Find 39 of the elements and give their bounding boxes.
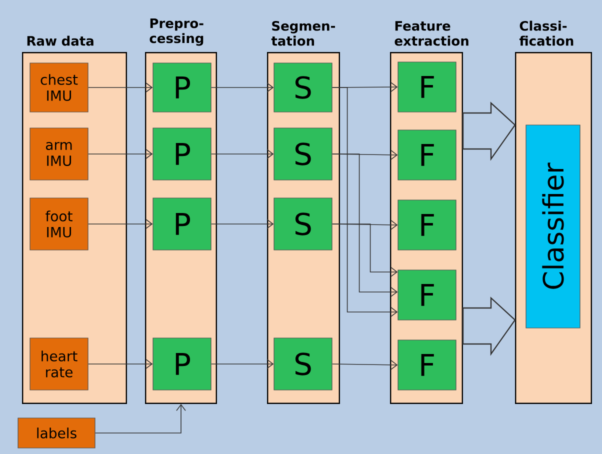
sensor-box: arm IMU (30, 128, 88, 180)
sensor-box: labels (18, 418, 96, 448)
sensor-box: heart rate (30, 338, 88, 390)
arrow (210, 149, 274, 159)
arrow (88, 149, 153, 159)
process-box: F (398, 200, 456, 250)
arrow (210, 219, 274, 229)
process-box: S (274, 128, 332, 180)
sensor-box: chest IMU (30, 62, 88, 112)
arrow (94, 404, 186, 434)
column-heading: Segmen- tation (271, 20, 335, 46)
arrow (88, 82, 153, 92)
block-arrow (462, 102, 516, 161)
process-box: S (274, 338, 332, 390)
classifier-box: Classifier (526, 124, 580, 328)
arrow (332, 360, 398, 370)
process-box: F (398, 62, 456, 112)
column-heading: Classi- fication (519, 20, 574, 46)
column-heading: Feature extraction (394, 21, 468, 46)
process-box: P (152, 62, 212, 112)
arrow (210, 82, 274, 92)
arrow (332, 224, 398, 277)
process-box: S (274, 198, 332, 250)
column-heading: Raw data (27, 36, 94, 46)
process-box: F (398, 130, 456, 180)
arrow (210, 359, 274, 369)
process-box: F (398, 340, 456, 390)
sensor-box: foot IMU (30, 198, 88, 250)
process-box: F (398, 270, 456, 320)
process-box: P (152, 338, 212, 390)
process-box: S (274, 62, 332, 112)
arrow (332, 87, 398, 317)
arrow (88, 359, 153, 369)
arrow (88, 219, 153, 229)
column-heading: Prepro- cessing (150, 18, 204, 46)
arrow (332, 154, 398, 297)
block-arrow (462, 296, 516, 356)
process-box: P (152, 128, 212, 180)
process-box: P (152, 198, 212, 250)
